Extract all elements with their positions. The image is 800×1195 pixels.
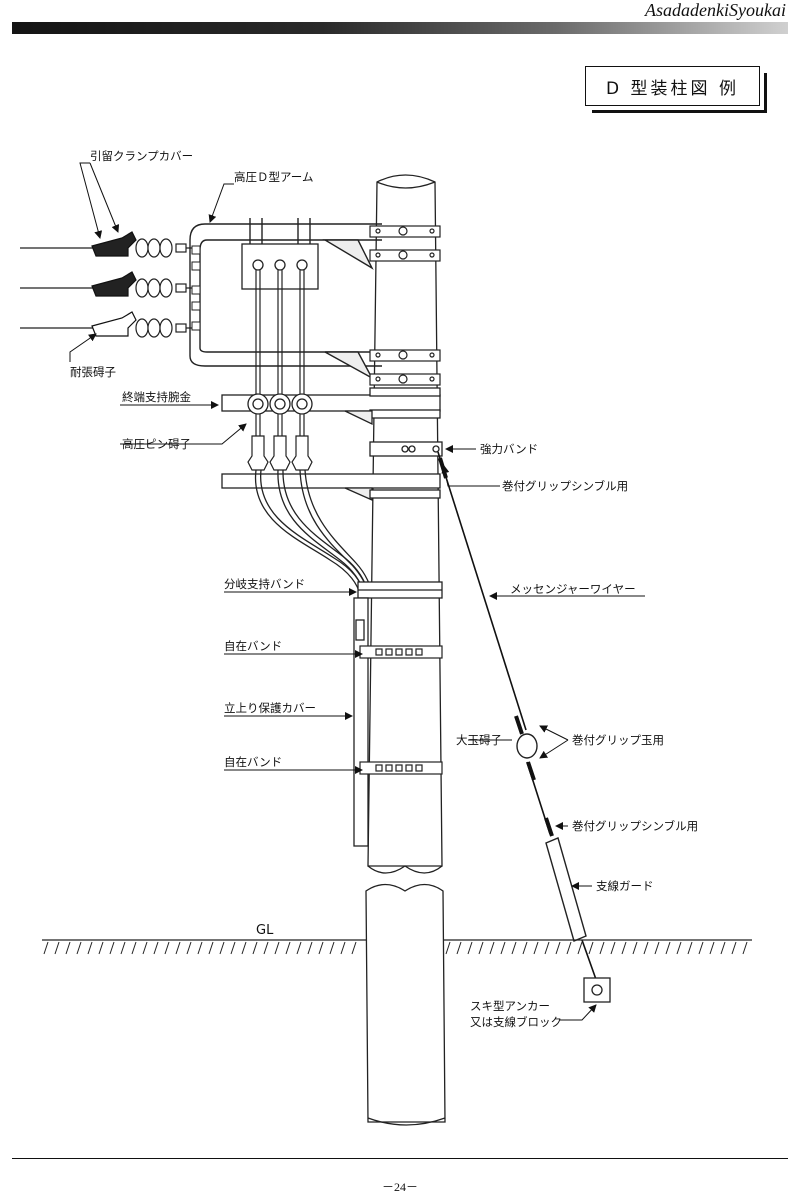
strong-band — [369, 441, 443, 457]
guy-guard — [545, 837, 587, 942]
pin-insulators — [247, 435, 313, 471]
label-guy-guard: 支線ガード — [596, 879, 654, 893]
label-anchor-line1: スキ型アンカー — [470, 999, 550, 1013]
clamp-covers — [91, 231, 137, 337]
brand-name: AsadadenkiSyoukai — [645, 0, 786, 20]
terminal-box — [241, 243, 319, 290]
d-type-arm — [189, 218, 382, 380]
lower-arm — [221, 473, 441, 502]
title-box: D 型装柱図 例 — [585, 66, 767, 113]
label-strong-band: 強力バンド — [480, 442, 538, 456]
label-terminal-bracket: 終端支持腕金 — [122, 390, 191, 404]
header-bar — [12, 22, 788, 34]
label-riser-cover: 立上り保護カバー — [224, 701, 316, 715]
label-messenger-wire: メッセンジャーワイヤー — [510, 582, 636, 596]
pole-upper — [367, 174, 443, 874]
branch-support-band — [357, 581, 443, 599]
label-arm: 高圧Ｄ型アーム — [234, 170, 313, 184]
label-free-band-2: 自在バンド — [224, 755, 282, 769]
label-strain-insulator: 耐張碍子 — [70, 365, 116, 379]
label-branch-band: 分岐支持バンド — [224, 577, 305, 591]
pole-lower — [365, 883, 446, 1126]
label-ball-insulator: 大玉碍子 — [456, 733, 502, 747]
label-free-band-1: 自在バンド — [224, 639, 282, 653]
label-gl: GL — [256, 923, 274, 938]
anchor-block — [583, 977, 611, 1003]
label-grip-thimble-upper: 巻付グリップシンブル用 — [502, 479, 628, 493]
arm-bands — [369, 225, 441, 386]
free-band-upper — [359, 645, 443, 659]
riser-cover — [353, 597, 369, 847]
label-pin-insulator: 高圧ピン碍子 — [122, 437, 191, 451]
label-grip-ball: 巻付グリップ玉用 — [572, 733, 664, 747]
label-grip-thimble-lower: 巻付グリップシンブル用 — [572, 819, 698, 833]
page-number: －24－ — [381, 1180, 418, 1194]
strain-insulators — [135, 238, 187, 338]
footer-rule — [12, 1158, 788, 1159]
label-clamp-cover: 引留クランプカバー — [90, 149, 193, 163]
label-anchor-line2: 又は支線ブロック — [470, 1015, 562, 1029]
bracket-rings — [247, 393, 313, 415]
free-band-lower — [359, 761, 443, 775]
ball-insulator — [516, 733, 538, 759]
